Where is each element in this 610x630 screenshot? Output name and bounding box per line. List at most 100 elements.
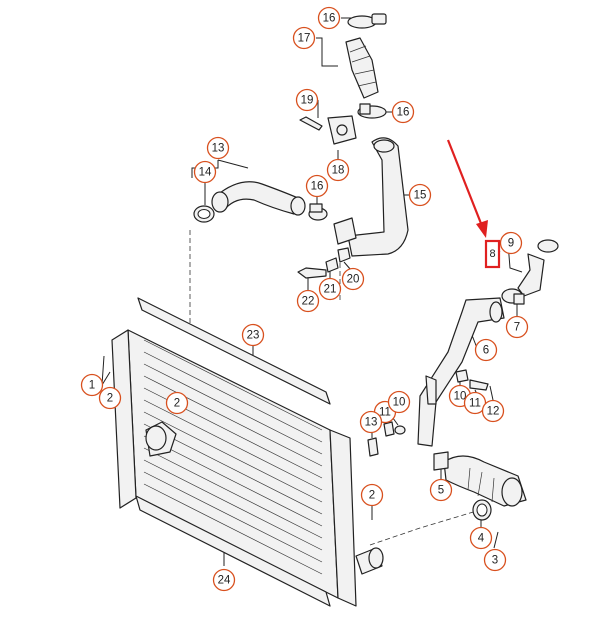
callout-23: 23 xyxy=(241,323,265,347)
callout-label: 16 xyxy=(397,107,410,119)
hose-clamp-top xyxy=(347,13,387,29)
callout-18: 18 xyxy=(326,158,350,182)
callout-circle xyxy=(317,6,341,30)
callout-label: 10 xyxy=(393,397,406,409)
callout-circle xyxy=(387,390,411,414)
callout-15: 15 xyxy=(408,183,432,207)
callout-label: 22 xyxy=(302,296,315,308)
callout-1: 1 xyxy=(80,373,104,397)
callout-label: 24 xyxy=(218,575,231,587)
callout-label: 2 xyxy=(174,398,180,410)
pointer-arrow xyxy=(446,139,488,238)
callout-20: 20 xyxy=(341,267,365,291)
callout-19: 19 xyxy=(295,88,319,112)
callout-label: 16 xyxy=(311,181,324,193)
callout-circle xyxy=(212,568,236,592)
callout-label: 21 xyxy=(324,284,337,296)
callout-circle xyxy=(391,100,415,124)
clamp-5 xyxy=(433,451,449,471)
callout-12: 12 xyxy=(481,399,505,423)
bolt-19 xyxy=(299,116,323,131)
callout-circle xyxy=(360,483,384,507)
callout-label: 2 xyxy=(107,393,113,405)
bolts-10-12-right xyxy=(455,369,489,391)
callout-circle xyxy=(292,26,316,50)
callout-label: 20 xyxy=(347,274,360,286)
bolts-20-22 xyxy=(297,247,351,279)
callout-label: 9 xyxy=(508,238,514,250)
callout-13: 13 xyxy=(359,410,383,434)
callout-circle xyxy=(499,231,523,255)
clamp-16c xyxy=(308,203,328,221)
hose-9 xyxy=(517,239,559,297)
callout-label: 4 xyxy=(478,533,485,545)
callout-circle xyxy=(98,386,122,410)
callout-5: 5 xyxy=(429,478,453,502)
pipe-15 xyxy=(333,137,409,257)
callout-label: 23 xyxy=(247,330,260,342)
callout-label: 11 xyxy=(379,407,391,419)
callout-7: 7 xyxy=(505,315,529,339)
callout-circle xyxy=(474,338,498,362)
callout-circle xyxy=(206,136,230,160)
callout-label: 5 xyxy=(438,485,444,497)
callout-24: 24 xyxy=(212,568,236,592)
callout-label: 12 xyxy=(487,406,500,418)
callout-16: 16 xyxy=(305,174,329,198)
hose-13 xyxy=(211,181,306,216)
callout-label: 17 xyxy=(298,33,311,45)
callout-circle xyxy=(165,391,189,415)
callout-22: 22 xyxy=(296,289,320,313)
callout-circle xyxy=(429,478,453,502)
callout-circle xyxy=(295,88,319,112)
highlight-label: 8 xyxy=(489,248,495,260)
hose-clamp-16b xyxy=(357,103,387,119)
highlight-part-8: 8 xyxy=(484,239,501,269)
callout-label: 18 xyxy=(332,165,345,177)
callout-circle xyxy=(305,174,329,198)
callout-label: 14 xyxy=(199,167,212,179)
callout-circle xyxy=(408,183,432,207)
callout-circle xyxy=(296,289,320,313)
callout-2: 2 xyxy=(360,483,384,507)
hose-17 xyxy=(345,37,379,99)
callout-circle xyxy=(359,410,383,434)
callout-2: 2 xyxy=(165,391,189,415)
callout-10: 10 xyxy=(387,390,411,414)
callout-6: 6 xyxy=(474,338,498,362)
callout-label: 3 xyxy=(492,555,498,567)
callout-11: 11 xyxy=(463,391,487,415)
callout-circle xyxy=(341,267,365,291)
hose-3 xyxy=(443,455,527,507)
callout-circle xyxy=(483,548,507,572)
o-ring-14 xyxy=(193,205,215,223)
callout-14: 14 xyxy=(193,160,217,184)
callout-label: 13 xyxy=(365,417,378,429)
callout-circle xyxy=(505,315,529,339)
bolts-10-12-left xyxy=(367,421,406,457)
callout-label: 2 xyxy=(369,490,375,502)
callout-circle xyxy=(193,160,217,184)
pipe-6 xyxy=(417,297,505,447)
callout-13: 13 xyxy=(206,136,230,160)
callout-label: 16 xyxy=(323,13,336,25)
callout-17: 17 xyxy=(292,26,316,50)
callout-label: 6 xyxy=(483,345,489,357)
highlight-box xyxy=(484,239,501,269)
callout-16: 16 xyxy=(317,6,341,30)
callout-21: 21 xyxy=(318,277,342,301)
clamp-7 xyxy=(501,288,525,305)
callout-label: 1 xyxy=(89,380,95,392)
sensor-18 xyxy=(327,115,357,145)
callout-3: 3 xyxy=(483,548,507,572)
callout-circle xyxy=(469,526,493,550)
o-ring-4 xyxy=(472,499,492,521)
callout-16: 16 xyxy=(391,100,415,124)
callout-label: 15 xyxy=(414,190,427,202)
callout-9: 9 xyxy=(499,231,523,255)
callout-label: 11 xyxy=(469,398,481,410)
callout-2: 2 xyxy=(98,386,122,410)
callout-4: 4 xyxy=(469,526,493,550)
